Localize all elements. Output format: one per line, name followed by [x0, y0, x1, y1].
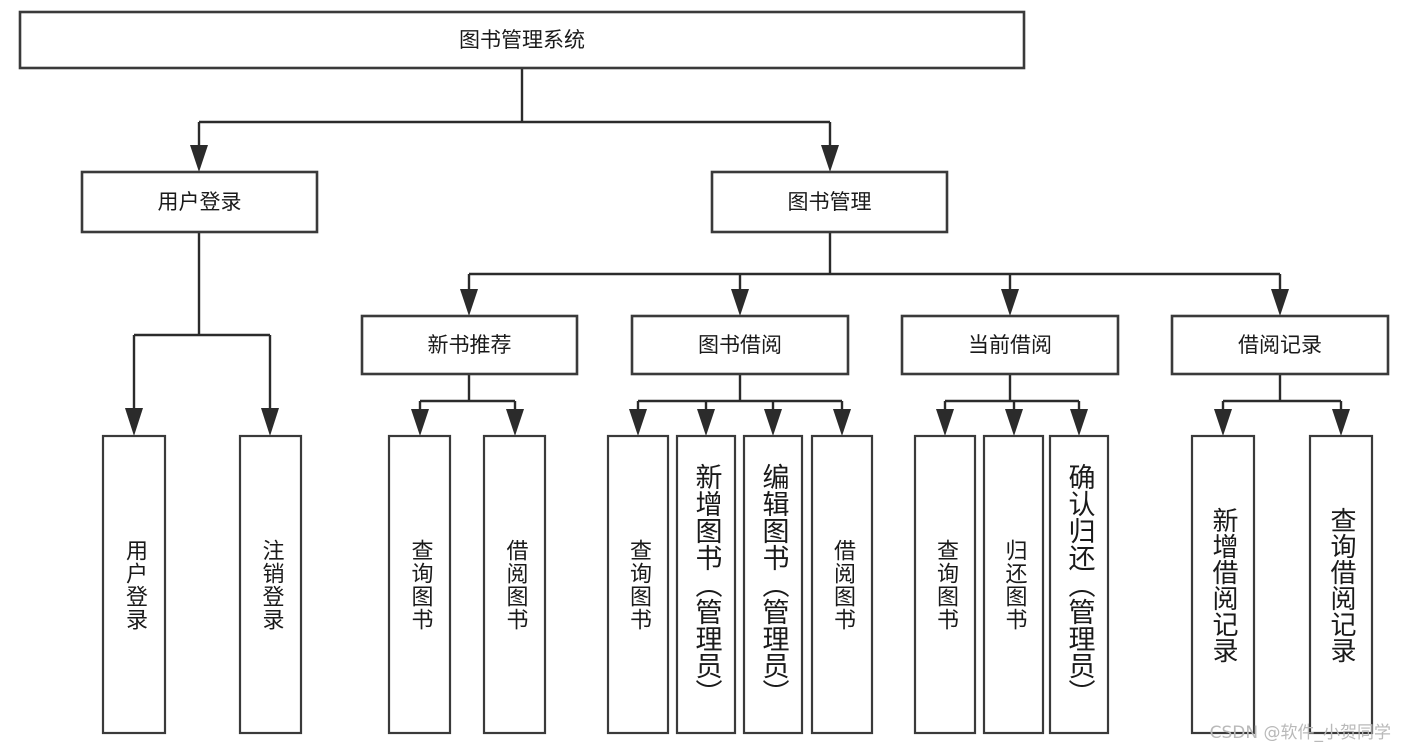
- node-current-borrow-label: 当前借阅: [968, 333, 1052, 357]
- arrow-to-leaf-borrow-book-1: [506, 409, 524, 436]
- node-root-label: 图书管理系统: [459, 28, 585, 52]
- node-leaf-edit-book[interactable]: [742, 434, 804, 735]
- arrow-to-leaf-add-record: [1214, 409, 1232, 436]
- node-leaf-query-book-2[interactable]: [606, 434, 670, 735]
- node-leaf-borrow-book-2[interactable]: [810, 434, 874, 735]
- node-borrow-record[interactable]: 借阅记录: [1170, 314, 1390, 376]
- arrow-to-leaf-logout: [261, 408, 279, 436]
- node-leaf-add-book[interactable]: [675, 434, 737, 735]
- node-new-book-rec-label: 新书推荐: [428, 333, 512, 357]
- node-root[interactable]: 图书管理系统: [18, 10, 1026, 70]
- arrow-to-leaf-query-book-3: [936, 409, 954, 436]
- arrow-to-leaf-add-book: [697, 409, 715, 436]
- arrow-to-book-borrow: [731, 289, 749, 316]
- arrow-to-leaf-return-book: [1005, 409, 1023, 436]
- arrow-to-leaf-confirm-return: [1070, 409, 1088, 436]
- node-new-book-rec[interactable]: 新书推荐: [360, 314, 579, 376]
- node-book-manage-label: 图书管理: [788, 190, 872, 214]
- nodes-layer: 图书管理系统 用户登录 图书管理 新书推荐 图书借阅 当前: [18, 10, 1390, 735]
- node-leaf-query-record[interactable]: [1308, 434, 1374, 735]
- node-leaf-return-book[interactable]: [982, 434, 1045, 735]
- arrow-to-book-manage: [821, 145, 839, 172]
- arrow-to-leaf-user-login: [125, 408, 143, 436]
- node-leaf-user-login[interactable]: [101, 434, 167, 735]
- node-leaf-query-book-1[interactable]: [387, 434, 452, 735]
- arrow-to-current-borrow: [1001, 289, 1019, 316]
- arrow-to-new-book-rec: [460, 289, 478, 316]
- arrow-to-leaf-edit-book: [764, 409, 782, 436]
- arrow-to-leaf-borrow-book-2: [833, 409, 851, 436]
- node-book-manage[interactable]: 图书管理: [710, 170, 949, 234]
- csdn-watermark: CSDN @软件_小贺同学: [1209, 723, 1391, 743]
- arrow-to-leaf-query-book-2: [629, 409, 647, 436]
- node-leaf-logout[interactable]: [238, 434, 303, 735]
- node-leaf-confirm-return[interactable]: [1048, 434, 1110, 735]
- arrow-to-leaf-query-book-1: [411, 409, 429, 436]
- node-leaf-borrow-book-1[interactable]: [482, 434, 547, 735]
- node-user-login-label: 用户登录: [158, 190, 242, 214]
- node-leaf-query-book-3[interactable]: [913, 434, 977, 735]
- node-current-borrow[interactable]: 当前借阅: [900, 314, 1120, 376]
- edges-layer: [125, 68, 1350, 436]
- node-user-login[interactable]: 用户登录: [80, 170, 319, 234]
- arrow-to-user-login: [190, 145, 208, 172]
- arrow-to-borrow-record: [1271, 289, 1289, 316]
- node-book-borrow[interactable]: 图书借阅: [630, 314, 850, 376]
- node-book-borrow-label: 图书借阅: [698, 333, 782, 357]
- arrow-to-leaf-query-record: [1332, 409, 1350, 436]
- node-leaf-add-record[interactable]: [1190, 434, 1256, 735]
- node-borrow-record-label: 借阅记录: [1238, 333, 1322, 357]
